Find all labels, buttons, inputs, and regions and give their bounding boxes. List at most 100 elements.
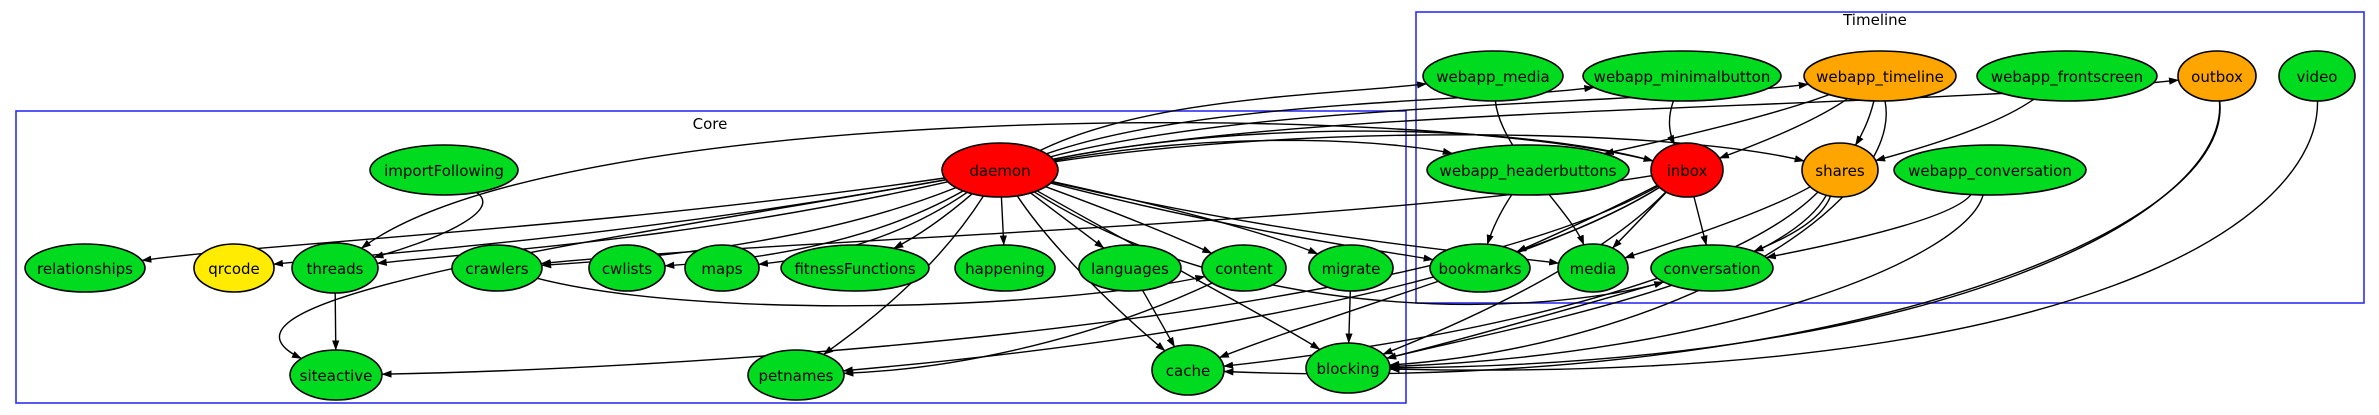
- cluster-core-box: [15, 110, 1407, 404]
- edge-inbox-to-threads: [360, 122, 1654, 249]
- node-maps-ellipse: [684, 244, 760, 292]
- node-blocking-ellipse: [1305, 342, 1391, 394]
- edge-daemon-to-content: [1045, 186, 1213, 254]
- node-threads-ellipse: [291, 242, 379, 294]
- node-outbox-ellipse: [2177, 50, 2257, 102]
- edge-languages-to-cache: [1141, 289, 1176, 348]
- edge-daemon-to-cache: [1016, 195, 1166, 352]
- node-languages: languages: [1078, 244, 1182, 292]
- edge-webapp_conversation-to-blocking: [1389, 194, 1984, 370]
- edge-video-to-blocking: [1389, 100, 2319, 373]
- node-importFollowing: importFollowing: [369, 144, 519, 196]
- edge-daemon-to-threads: [376, 181, 948, 266]
- node-cwlists-ellipse: [588, 244, 666, 292]
- node-siteactive: siteactive: [289, 349, 383, 401]
- node-webapp_minimalbutton-ellipse: [1582, 50, 1782, 102]
- node-shares: shares: [1801, 142, 1879, 198]
- edge-daemon-to-petnames: [823, 195, 985, 356]
- edge-daemon-to-webapp_media: [1039, 81, 1427, 152]
- edge-webapp_timeline-to-webapp_headerbuttons: [1603, 93, 1830, 156]
- node-conversation: conversation: [1650, 244, 1774, 292]
- node-video: video: [2278, 50, 2356, 102]
- node-crawlers: crawlers: [451, 244, 543, 292]
- node-webapp_media: webapp_media: [1422, 50, 1564, 102]
- node-languages-ellipse: [1078, 244, 1182, 292]
- node-migrate-ellipse: [1308, 244, 1394, 292]
- node-video-ellipse: [2278, 50, 2356, 102]
- cluster-timeline-label: Timeline: [1842, 11, 1907, 29]
- node-siteactive-ellipse: [289, 349, 383, 401]
- node-cache: cache: [1151, 344, 1225, 396]
- node-webapp_frontscreen: webapp_frontscreen: [1976, 50, 2158, 102]
- edge-shares-to-media: [1624, 186, 1811, 259]
- node-blocking: blocking: [1305, 342, 1391, 394]
- edge-shares-to-conversation: [1753, 195, 1832, 252]
- edge-outbox-to-cache: [1223, 100, 2221, 376]
- node-relationships-ellipse: [24, 243, 146, 293]
- edge-shares-to-blocking: [1386, 194, 1827, 360]
- edge-daemon-to-happening: [999, 196, 1007, 246]
- node-webapp_headerbuttons-ellipse: [1426, 144, 1630, 196]
- edge-inbox-to-crawlers: [540, 175, 1652, 267]
- node-daemon: daemon: [941, 142, 1059, 198]
- edge-threads-to-siteactive: [332, 292, 340, 351]
- node-fitnessFunctions-ellipse: [780, 244, 930, 292]
- node-threads: threads: [291, 242, 379, 294]
- node-crawlers-ellipse: [451, 244, 543, 292]
- node-fitnessFunctions: fitnessFunctions: [780, 244, 930, 292]
- node-bookmarks: bookmarks: [1429, 243, 1531, 293]
- node-content-ellipse: [1201, 244, 1287, 292]
- edge-conversation-to-blocking: [1386, 281, 1664, 360]
- node-migrate: migrate: [1308, 244, 1394, 292]
- node-webapp_timeline: webapp_timeline: [1803, 50, 1957, 102]
- edge-outbox-to-blocking: [1389, 100, 2221, 372]
- node-webapp_timeline-ellipse: [1803, 50, 1957, 102]
- node-bookmarks-ellipse: [1429, 243, 1531, 293]
- edge-inbox-to-blocking: [1382, 191, 1667, 355]
- edge-migrate-to-blocking: [1345, 290, 1353, 344]
- edge-webapp_timeline-to-inbox: [1718, 98, 1849, 159]
- edge-daemon-to-webapp_headerbuttons: [1054, 139, 1453, 162]
- node-relationships: relationships: [24, 243, 146, 293]
- node-shares-ellipse: [1801, 142, 1879, 198]
- edge-daemon-to-languages: [1030, 192, 1105, 249]
- node-importFollowing-ellipse: [369, 144, 519, 196]
- node-petnames-ellipse: [747, 349, 845, 401]
- node-content: content: [1201, 244, 1287, 292]
- node-conversation-ellipse: [1650, 244, 1774, 292]
- node-webapp_minimalbutton: webapp_minimalbutton: [1582, 50, 1782, 102]
- edge-content-to-petnames: [843, 282, 1213, 377]
- edge-inbox-to-petnames: [842, 186, 1660, 374]
- node-happening: happening: [954, 244, 1056, 292]
- edge-daemon-to-migrate: [1052, 180, 1319, 255]
- node-inbox: inbox: [1650, 142, 1724, 198]
- node-webapp_conversation: webapp_conversation: [1893, 144, 2087, 196]
- edge-webapp_frontscreen-to-shares: [1875, 98, 2035, 162]
- node-petnames: petnames: [747, 349, 845, 401]
- node-cache-ellipse: [1151, 344, 1225, 396]
- edge-inbox-to-siteactive: [381, 185, 1659, 378]
- edge-webapp_headerbuttons-to-bookmarks: [1486, 194, 1513, 245]
- edge-daemon-to-bookmarks: [1050, 182, 1434, 262]
- node-webapp_frontscreen-ellipse: [1976, 50, 2158, 102]
- node-cwlists: cwlists: [588, 244, 666, 292]
- edge-webapp_minimalbutton-to-inbox: [1667, 100, 1676, 146]
- node-maps: maps: [684, 244, 760, 292]
- node-inbox-ellipse: [1650, 142, 1724, 198]
- edge-webapp_timeline-to-shares: [1854, 100, 1875, 146]
- edge-inbox-to-conversation: [1693, 196, 1708, 246]
- node-daemon-ellipse: [941, 142, 1059, 198]
- node-webapp_headerbuttons: webapp_headerbuttons: [1426, 144, 1630, 196]
- node-webapp_conversation-ellipse: [1893, 144, 2087, 196]
- node-outbox: outbox: [2177, 50, 2257, 102]
- edge-importFollowing-to-threads: [373, 191, 484, 259]
- node-happening-ellipse: [954, 244, 1056, 292]
- cluster-core-label: Core: [693, 115, 728, 133]
- edge-webapp_conversation-to-conversation: [1765, 194, 1972, 260]
- node-media-ellipse: [1557, 243, 1629, 293]
- node-qrcode-ellipse: [193, 243, 275, 293]
- node-media: media: [1557, 243, 1629, 293]
- edge-daemon-to-blocking: [1036, 190, 1321, 351]
